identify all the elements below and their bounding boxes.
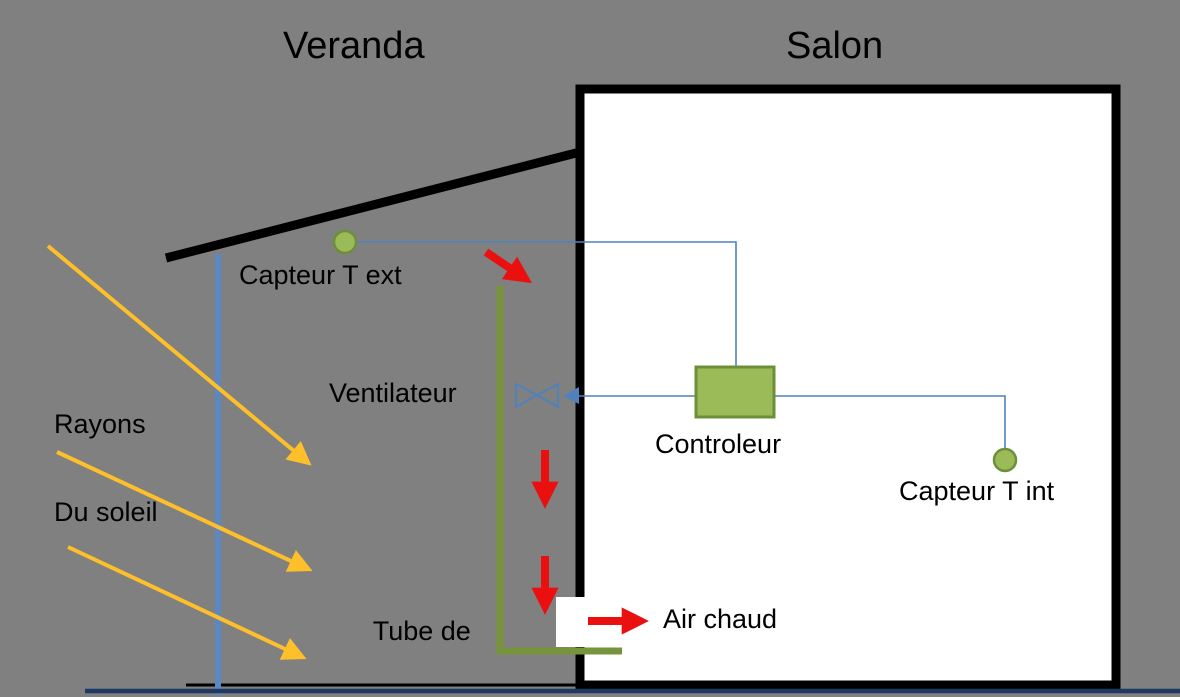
salon-room (575, 84, 1121, 690)
hot-air-label: Air chaud (663, 604, 778, 634)
sun-rays-label-line1: Rayons (54, 409, 146, 439)
ext-temp-sensor-label: Capteur T ext (239, 260, 402, 290)
sun-ray-arrow-1 (46, 244, 312, 466)
sun-ray-arrow-3 (67, 545, 307, 660)
veranda-title: Veranda (283, 25, 425, 67)
ext-sensor-wire (345, 241, 737, 366)
ventilation-tube-label: Tube de ventilation (322, 561, 492, 697)
fan-symbol-right-blade (534, 382, 559, 409)
sun-ray-arrow-2 (56, 450, 313, 572)
controller-label: Controleur (655, 429, 782, 459)
roof-line (164, 147, 582, 263)
ext-temp-sensor-dot (332, 229, 358, 255)
fan-label: Ventilateur (329, 378, 457, 408)
salon-title: Salon (786, 25, 884, 67)
int-sensor-wire (775, 395, 1006, 449)
controller-box (694, 365, 776, 419)
fan-wire-arrowhead (563, 387, 579, 404)
ventilation-tube-label-line1: Tube de (372, 616, 471, 646)
ventilation-tube (496, 286, 622, 655)
sun-rays-label: Rayons Du soleil (24, 358, 158, 578)
int-temp-sensor-label: Capteur T int (899, 476, 1055, 506)
sun-rays-label-line2: Du soleil (54, 497, 158, 527)
air-intake-arrow (483, 248, 533, 284)
fan-symbol-left-blade (515, 382, 540, 409)
int-temp-sensor-dot (992, 447, 1018, 473)
